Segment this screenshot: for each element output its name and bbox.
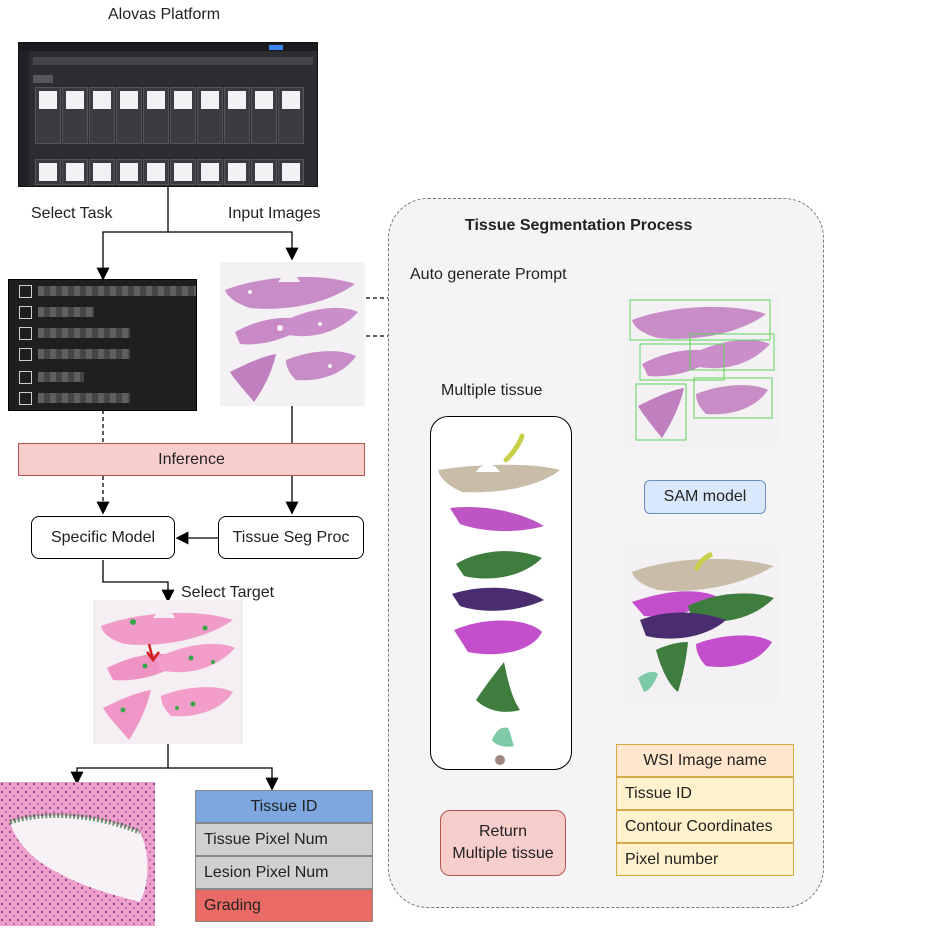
platform-card xyxy=(278,159,304,185)
output-tissue-id: Tissue ID xyxy=(616,777,794,810)
inference-box: Inference xyxy=(18,443,365,476)
auto-prompt-label: Auto generate Prompt xyxy=(410,266,567,283)
platform-card xyxy=(116,159,142,185)
tissue-seg-proc-box: Tissue Seg Proc xyxy=(218,516,364,559)
prompt-wsi-image xyxy=(626,292,780,447)
platform-to-split xyxy=(96,186,169,281)
task-row xyxy=(19,390,130,406)
task-label-redacted xyxy=(38,393,130,403)
platform-card xyxy=(89,87,115,144)
task-row xyxy=(19,346,130,362)
platform-toolbar-button xyxy=(269,45,283,50)
platform-card xyxy=(224,159,250,185)
task-label-redacted xyxy=(38,349,130,359)
platform-card xyxy=(143,87,169,144)
return-multiple-tissue-box: Return Multiple tissue xyxy=(440,810,566,876)
results-tissue-pixel-num: Tissue Pixel Num xyxy=(195,823,373,856)
platform-card xyxy=(197,159,223,185)
task-row xyxy=(19,304,94,320)
platform-card xyxy=(35,159,61,185)
platform-card xyxy=(278,87,304,144)
task-label-redacted xyxy=(38,286,196,296)
task-label-redacted xyxy=(38,372,84,382)
results-grading: Grading xyxy=(195,889,373,922)
specific-model-box: Specific Model xyxy=(31,516,175,559)
task-checkbox xyxy=(19,391,32,405)
task-row xyxy=(19,283,196,299)
target-wsi-image xyxy=(93,600,243,744)
task-row xyxy=(19,369,84,385)
output-attribute-table: WSI Image name Tissue ID Contour Coordin… xyxy=(616,744,794,876)
task-checkbox xyxy=(19,326,32,340)
platform-filter-bar xyxy=(33,57,313,65)
platform-card xyxy=(224,87,250,144)
return-line-2: Multiple tissue xyxy=(452,845,554,862)
platform-screenshot xyxy=(18,42,318,187)
task-row xyxy=(19,325,130,341)
output-wsi-image-name: WSI Image name xyxy=(616,744,794,777)
platform-card xyxy=(170,87,196,144)
results-tissue-id: Tissue ID xyxy=(195,790,373,823)
sam-model-box: SAM model xyxy=(644,480,766,514)
platform-card xyxy=(35,87,61,144)
target-to-outputs xyxy=(70,744,169,785)
output-contour-coordinates: Contour Coordinates xyxy=(616,810,794,843)
select-task-label: Select Task xyxy=(31,205,113,222)
platform-sidebar xyxy=(19,51,29,186)
panel-title: Tissue Segmentation Process xyxy=(465,217,693,234)
return-line-1: Return xyxy=(478,823,528,840)
separated-tissues-image xyxy=(438,433,560,765)
task-checkbox xyxy=(19,284,32,298)
input-images-label: Input Images xyxy=(228,205,321,222)
input-wsi-image xyxy=(220,262,365,406)
platform-card xyxy=(251,87,277,144)
platform-card xyxy=(251,159,277,185)
multiple-tissue-label: Multiple tissue xyxy=(441,382,543,399)
platform-card xyxy=(116,87,142,144)
platform-card xyxy=(143,159,169,185)
task-label-redacted xyxy=(38,328,130,338)
split-to-input-images xyxy=(168,231,299,261)
task-checkbox xyxy=(19,305,32,319)
platform-title: Alovas Platform xyxy=(108,6,221,23)
segmented-mask-image xyxy=(626,546,780,702)
platform-card xyxy=(62,159,88,185)
platform-card xyxy=(170,159,196,185)
task-checkbox xyxy=(19,370,32,384)
task-list xyxy=(8,279,197,411)
platform-card xyxy=(197,87,223,144)
results-table: Tissue ID Tissue Pixel Num Lesion Pixel … xyxy=(195,790,373,923)
platform-card xyxy=(62,87,88,144)
results-lesion-pixel-num: Lesion Pixel Num xyxy=(195,856,373,889)
task-label-redacted xyxy=(38,307,94,317)
platform-card xyxy=(89,159,115,185)
target-to-table xyxy=(168,767,279,791)
platform-view-toggle xyxy=(33,75,53,83)
output-pixel-number: Pixel number xyxy=(616,843,794,876)
platform-toolbar xyxy=(19,43,317,51)
task-checkbox xyxy=(19,347,32,361)
model-to-target xyxy=(102,560,175,603)
histology-zoom-image xyxy=(0,782,155,926)
select-target-label: Select Target xyxy=(181,584,275,601)
